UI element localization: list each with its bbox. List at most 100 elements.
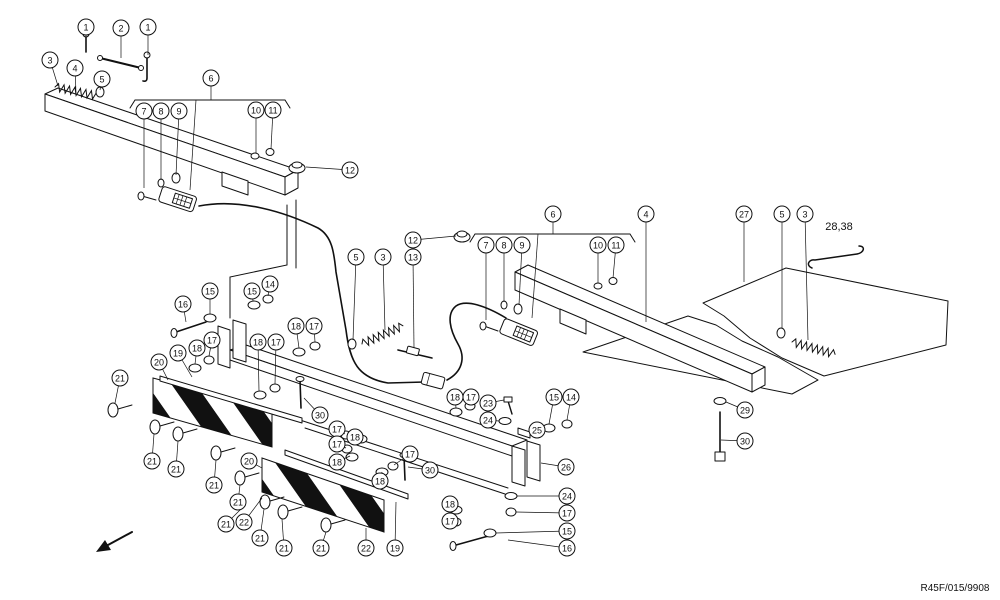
callout-circle — [201, 282, 219, 300]
callout-10: 10 — [247, 101, 265, 119]
callout-6: 6 — [202, 69, 220, 87]
callout-number: 3 — [802, 210, 807, 220]
callout-circle — [139, 18, 157, 36]
callout-9: 9 — [513, 236, 531, 254]
callout-number: 19 — [173, 349, 183, 359]
hook-pin-28-38 — [807, 245, 865, 269]
callout-number: 15 — [562, 527, 572, 537]
leader-line — [515, 511, 568, 514]
callout-circle — [77, 18, 95, 36]
link-2 — [97, 55, 144, 71]
callout-5: 5 — [347, 248, 365, 266]
callout-number: 17 — [445, 517, 455, 527]
callout-circle — [637, 205, 655, 223]
callout-number: 12 — [345, 166, 355, 176]
plug-13 — [405, 345, 420, 357]
flap-bracket-19 — [159, 375, 303, 424]
callout-23: 23 — [479, 394, 497, 412]
clip-25 — [517, 427, 531, 439]
washer-18 — [292, 347, 306, 357]
callout-circle — [386, 539, 404, 557]
callout-number: 24 — [562, 492, 572, 502]
nut-17 — [309, 341, 321, 351]
callout-circle — [267, 333, 285, 351]
callout-circle — [328, 435, 346, 453]
callout-26: 26 — [557, 458, 575, 476]
washer-24 — [504, 492, 518, 500]
washer-15 — [483, 528, 497, 538]
wiring-harness — [198, 202, 507, 390]
callout-number: 26 — [561, 463, 571, 473]
callout-13: 13 — [404, 248, 422, 266]
group-leader-6-right — [531, 233, 539, 319]
callout-number: 20 — [154, 358, 164, 368]
callout-number: 21 — [171, 465, 181, 475]
callout-number: 10 — [251, 106, 261, 116]
callout-24: 24 — [479, 411, 497, 429]
callout-21: 21 — [205, 476, 223, 494]
callout-6: 6 — [544, 205, 562, 223]
bolt-21 — [172, 426, 198, 442]
callout-circle — [346, 428, 364, 446]
callout-circle — [558, 504, 576, 522]
group-bracket-6-left — [129, 99, 291, 109]
callout-18: 18 — [446, 388, 464, 406]
callout-circle — [371, 472, 389, 490]
callout-number: 24 — [483, 416, 493, 426]
callout-number: 21 — [147, 457, 157, 467]
callout-number: 17 — [466, 393, 476, 403]
callout-4: 4 — [637, 205, 655, 223]
bolt-16 — [449, 534, 493, 551]
callout-number: 21 — [221, 520, 231, 530]
callout-15: 15 — [558, 522, 576, 540]
callout-number: 17 — [332, 440, 342, 450]
callout-circle — [374, 248, 392, 266]
callout-circle — [562, 388, 580, 406]
callout-15: 15 — [201, 282, 219, 300]
washer-18 — [345, 452, 359, 462]
bolt-7 — [137, 191, 157, 201]
callout-number: 5 — [779, 210, 784, 220]
washer-15 — [203, 313, 217, 323]
callout-circle — [401, 445, 419, 463]
callout-30: 30 — [311, 406, 329, 424]
callout-17: 17 — [267, 333, 285, 351]
callout-circle — [261, 275, 279, 293]
bolt-21 — [234, 470, 260, 486]
callout-22: 22 — [235, 513, 253, 531]
callout-circle — [421, 461, 439, 479]
callout-number: 18 — [350, 433, 360, 443]
callout-7: 7 — [135, 102, 153, 120]
mudflap-20 — [152, 377, 273, 448]
bolt-21 — [149, 419, 175, 435]
callout-16: 16 — [558, 539, 576, 557]
callout-number: 6 — [208, 74, 213, 84]
callout-21: 21 — [229, 493, 247, 511]
callout-circle — [170, 102, 188, 120]
callout-number: 30 — [315, 411, 325, 421]
callout-18: 18 — [287, 317, 305, 335]
callout-circle — [404, 231, 422, 249]
callout-circle — [341, 161, 359, 179]
washer-8 — [157, 178, 165, 188]
connector-13 — [420, 371, 446, 390]
callout-8: 8 — [495, 236, 513, 254]
callout-number: 16 — [178, 300, 188, 310]
callout-21: 21 — [312, 539, 330, 557]
callout-circle — [544, 205, 562, 223]
callout-circle — [287, 317, 305, 335]
callout-18: 18 — [441, 495, 459, 513]
callout-circle — [736, 432, 754, 450]
callout-circle — [357, 539, 375, 557]
bolt-21 — [277, 504, 303, 520]
callout-number: 5 — [353, 253, 358, 263]
callout-circle — [205, 476, 223, 494]
callout-circle — [545, 388, 563, 406]
pin-1 — [142, 51, 151, 82]
mount-bracket-26 — [511, 440, 541, 487]
nut-17 — [269, 383, 281, 393]
callout-circle — [736, 401, 754, 419]
callout-7: 7 — [477, 236, 495, 254]
nut-11 — [608, 277, 618, 285]
